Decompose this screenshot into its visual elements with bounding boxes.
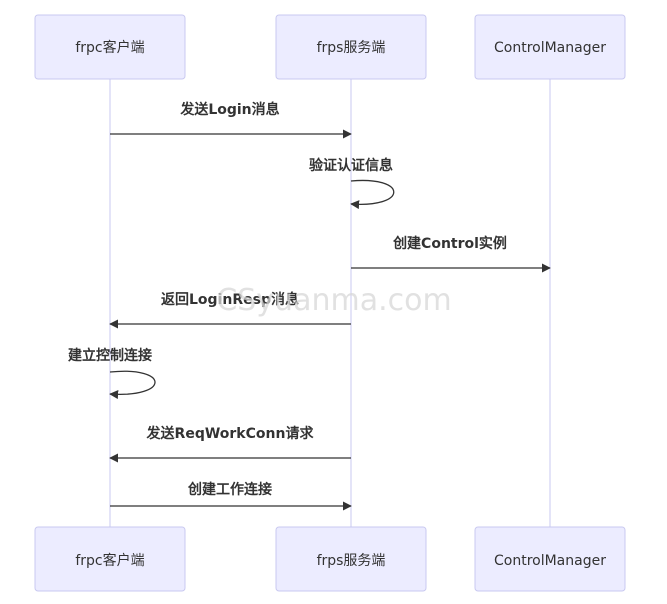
- actor-top-client: frpc客户端: [34, 14, 186, 80]
- actor-bottom-server: frps服务端: [275, 526, 427, 592]
- actor-label: frps服务端: [317, 40, 386, 56]
- message-label: 发送ReqWorkConn请求: [146, 425, 315, 442]
- self-loop-arrow: [109, 370, 156, 400]
- self-loop-arrow: [350, 179, 395, 210]
- actor-top-server: frps服务端: [275, 14, 427, 80]
- actor-label: ControlManager: [494, 553, 606, 569]
- actor-label: ControlManager: [494, 40, 606, 56]
- actor-bottom-manager: ControlManager: [474, 526, 626, 592]
- actor-label: frps服务端: [317, 553, 386, 569]
- actor-top-manager: ControlManager: [474, 14, 626, 80]
- watermark: CSyuanma.com: [216, 283, 451, 318]
- message-label: 建立控制连接: [68, 347, 152, 364]
- actor-label: frpc客户端: [75, 39, 144, 56]
- message-label: 验证认证信息: [309, 157, 393, 174]
- message-label: 创建Control实例: [392, 235, 507, 252]
- message-label: 发送Login消息: [179, 101, 279, 118]
- message-label: 创建工作连接: [187, 481, 272, 498]
- actor-label: frpc客户端: [75, 552, 144, 569]
- actor-bottom-client: frpc客户端: [34, 526, 186, 592]
- message-label: 返回LoginResp消息: [161, 291, 299, 308]
